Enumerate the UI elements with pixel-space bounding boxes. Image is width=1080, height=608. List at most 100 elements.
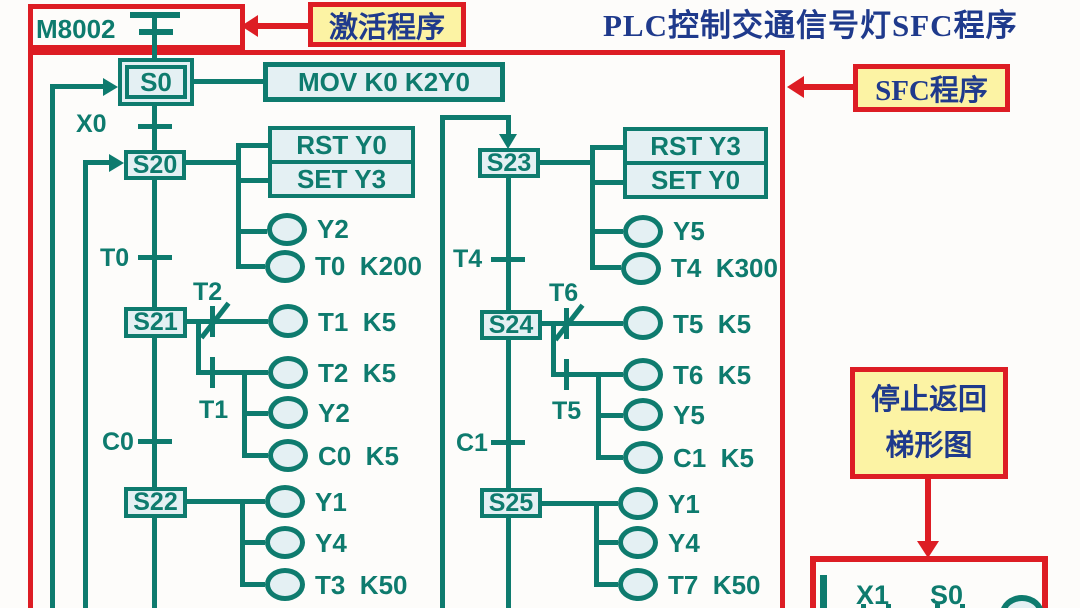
ladder-contact-leg [861,604,866,608]
init-contact-label: M8002 [36,14,116,44]
wire [506,115,511,137]
wire [196,319,201,375]
coil-icon [268,439,308,472]
wire [596,413,623,418]
coil-label: T1 K5 [318,307,397,337]
step-s20: S20 [124,150,186,180]
wire [540,160,594,165]
action-s20-set-label: SET Y3 [272,160,411,194]
wire [152,518,157,608]
coil-icon [265,250,305,283]
coil-icon [623,441,663,474]
coil-icon [623,398,663,431]
coil-icon [268,396,308,429]
coil-label: T4 K300 [671,253,778,283]
activate-arrow-line [256,23,308,29]
coil-label: T3 K50 [315,570,408,600]
coil-label: T2 K5 [318,358,397,388]
action-s20-rst-set: RST Y0 SET Y3 [268,126,415,198]
contact-t1-label: T1 [199,396,229,424]
coil-icon [268,356,308,389]
step-s25-label: S25 [488,488,534,517]
wire [551,321,556,377]
wire [551,372,623,377]
step-s22-label: S22 [133,488,178,516]
ladder-contact-leg [886,604,891,608]
s23-entry-arrow-icon [499,134,517,149]
wire [542,321,623,326]
wire [152,180,157,307]
wire [236,178,268,183]
transition-bar [491,440,525,445]
step-s22: S22 [124,487,187,518]
step-s23-label: S23 [486,148,532,177]
sfc-program-frame [28,50,785,608]
return-rail-s0 [50,84,55,608]
coil-label: Y4 [315,528,347,558]
sfc-callout: SFC程序 [853,64,1010,112]
contact-t6-label: T6 [549,279,579,307]
transition-bar [138,124,172,129]
action-s23-rst-label: RST Y3 [650,130,741,161]
activate-callout: 激活程序 [308,2,466,47]
wire [152,338,157,487]
wire [594,540,618,545]
wire [194,79,263,84]
sfc-callout-text: SFC程序 [875,75,988,107]
s0-entry-arrow-icon [103,78,118,96]
coil-label: Y4 [668,528,700,558]
coil-label: T5 K5 [673,309,752,339]
wire [187,319,268,324]
wire [506,340,511,488]
coil-label: C1 K5 [673,443,754,473]
no-contact-bar [210,357,215,388]
transition-c1-label: C1 [456,429,488,457]
wire [186,160,240,165]
coil-icon [265,485,305,518]
activate-arrow-icon [241,15,258,37]
wire [196,370,268,375]
sfc-arrow-icon [787,76,804,98]
jump-rail [440,115,445,608]
wire [242,411,268,416]
action-mov: MOV K0 K2Y0 [263,62,505,102]
coil-label: Y5 [673,400,705,430]
action-s20-rst-label: RST Y0 [296,129,387,160]
coil-icon [267,213,307,246]
coil-label: Y2 [317,214,349,244]
wire [594,582,618,587]
wire [236,143,268,148]
stop-arrow-icon [917,541,939,558]
coil-label: Y5 [673,216,705,246]
action-rail [590,145,595,270]
coil-icon [268,304,308,338]
stop-return-callout: 停止返回 梯形图 [850,367,1008,479]
stop-return-line2: 梯形图 [885,430,973,462]
coil-icon [623,358,663,391]
transition-t4-label: T4 [453,245,483,273]
ladder-contact-leg [935,604,940,608]
action-s23-set-label: SET Y0 [627,161,764,195]
wire [506,518,511,608]
coil-icon [618,487,658,520]
wire [440,115,511,120]
init-contact-bar [139,29,173,35]
wire [83,160,111,165]
wire [236,264,265,269]
wire [50,84,106,89]
ladder-left-rail [820,575,827,608]
coil-icon [623,306,663,340]
contact-t2-label: T2 [193,278,223,306]
transition-t0-label: T0 [100,244,130,272]
coil-label: C0 K5 [318,441,399,471]
action-rail [236,143,241,269]
contact-t5-label: T5 [552,397,582,425]
transition-bar [138,255,172,260]
wire [240,540,265,545]
sfc-arrow-line [802,84,853,90]
step-s0-label: S0 [125,65,187,99]
return-rail-s20 [83,160,88,608]
ladder-snippet-frame [810,556,1048,608]
page-title: PLC控制交通信号灯SFC程序 [603,8,1018,43]
